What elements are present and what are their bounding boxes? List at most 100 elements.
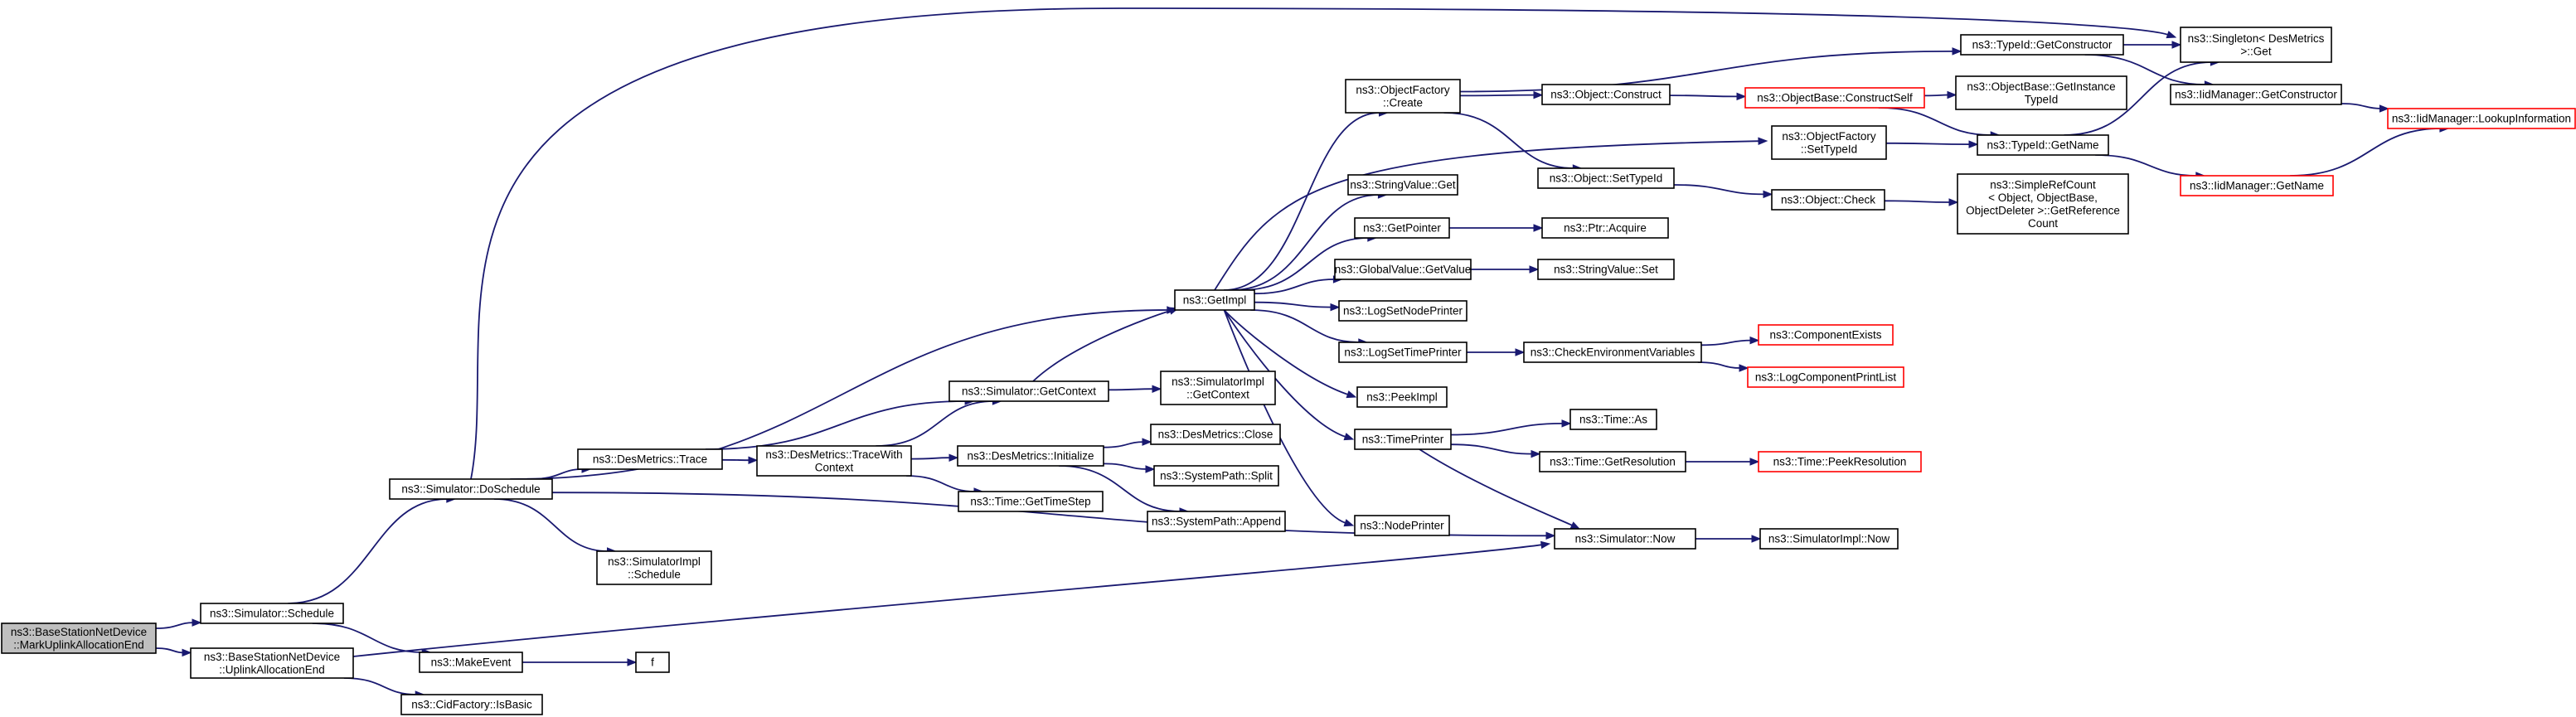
edge-tracectx-to-getctx (876, 397, 1002, 447)
node-label: ns3::Simulator::DoSchedule (401, 483, 540, 496)
node-objconstruct[interactable]: ns3::Object::Construct (1541, 84, 1671, 105)
node-box (1960, 34, 2124, 56)
node-iidgetname[interactable]: ns3::IidManager::GetName (2180, 175, 2334, 196)
node-iidgetctor[interactable]: ns3::IidManager::GetConstructor (2170, 84, 2342, 105)
node-label: ::GetContext (1186, 388, 1249, 400)
node-box (635, 652, 670, 673)
node-box (1758, 324, 1894, 346)
node-box (1356, 386, 1448, 408)
node-peekimpl[interactable]: ns3::PeekImpl (1356, 386, 1448, 408)
node-timeres[interactable]: ns3::Time::GetResolution (1539, 451, 1686, 472)
node-label: ns3::BaseStationNetDevice (204, 651, 340, 663)
node-ofsettid[interactable]: ns3::ObjectFactory::SetTypeId (1771, 125, 1887, 160)
node-box (2180, 27, 2332, 63)
arrowhead-icon (1343, 519, 1355, 527)
node-init[interactable]: ns3::DesMetrics::Initialize (957, 445, 1104, 467)
node-logcomp[interactable]: ns3::LogComponentPrintList (1747, 366, 1904, 388)
node-compexists[interactable]: ns3::ComponentExists (1758, 324, 1894, 346)
node-mark[interactable]: ns3::BaseStationNetDevice::MarkUplinkAll… (1, 623, 157, 654)
node-tidgetctor[interactable]: ns3::TypeId::GetConstructor (1960, 34, 2124, 56)
node-label: ns3::Simulator::Now (1575, 533, 1676, 545)
edge-makeevent-to-f (522, 658, 638, 666)
arrowhead-icon (1947, 90, 1957, 99)
node-obconstructself[interactable]: ns3::ObjectBase::ConstructSelf (1744, 87, 1925, 109)
arrowhead-icon (1749, 458, 1760, 466)
node-box (1955, 75, 2127, 110)
arrowhead-icon (1952, 47, 1962, 56)
node-f[interactable]: f (635, 652, 670, 673)
edge-line (155, 647, 184, 654)
node-strget[interactable]: ns3::StringValue::Get (1347, 174, 1458, 196)
node-label: ::UplinkAllocationEnd (219, 664, 325, 676)
node-sched[interactable]: ns3::Simulator::Schedule (200, 603, 344, 624)
node-box (1747, 366, 1904, 388)
edge-mark-to-upend (155, 647, 192, 657)
node-getptr[interactable]: ns3::GetPointer (1354, 217, 1450, 239)
node-dosched[interactable]: ns3::Simulator::DoSchedule (389, 478, 553, 500)
node-timeprinter[interactable]: ns3::TimePrinter (1354, 429, 1452, 450)
node-label: ns3::Time::GetResolution (1550, 456, 1676, 468)
node-getctx[interactable]: ns3::Simulator::GetContext (948, 380, 1109, 402)
node-tidgetname[interactable]: ns3::TypeId::GetName (1977, 134, 2109, 156)
node-box (1338, 300, 1467, 322)
node-implgetctx[interactable]: ns3::SimulatorImpl::GetContext (1160, 371, 1276, 405)
arrowhead-icon (627, 658, 638, 666)
node-trace[interactable]: ns3::DesMetrics::Trace (577, 448, 723, 470)
node-label: ns3::TypeId::GetConstructor (1972, 39, 2113, 51)
arrowhead-icon (1152, 385, 1162, 393)
node-label: ns3::CheckEnvironmentVariables (1531, 346, 1696, 359)
node-objsettid[interactable]: ns3::Object::SetTypeId (1537, 167, 1675, 189)
node-timestep[interactable]: ns3::Time::GetTimeStep (958, 491, 1104, 512)
node-getimpl[interactable]: ns3::GetImpl (1174, 289, 1255, 311)
arrowhead-icon (748, 456, 759, 464)
node-objcheck[interactable]: ns3::Object::Check (1771, 189, 1885, 211)
node-iidlookup[interactable]: ns3::IidManager::LookupInformation (2387, 108, 2576, 129)
node-append[interactable]: ns3::SystemPath::Append (1147, 511, 1286, 532)
node-lognode[interactable]: ns3::LogSetNodePrinter (1338, 300, 1467, 322)
node-makeevent[interactable]: ns3::MakeEvent (419, 652, 523, 673)
node-upend[interactable]: ns3::BaseStationNetDevice::UplinkAllocat… (190, 647, 354, 679)
node-isbasic[interactable]: ns3::CidFactory::IsBasic (400, 694, 543, 715)
node-singleton[interactable]: ns3::Singleton< DesMetrics >::Get (2180, 27, 2332, 63)
edge-line (288, 498, 448, 604)
node-nodeprinter[interactable]: ns3::NodePrinter (1354, 515, 1450, 536)
node-label: ns3::Object::Construct (1550, 89, 1662, 101)
edge-getimpl-to-gvget (1254, 275, 1343, 295)
node-strset[interactable]: ns3::StringValue::Set (1537, 259, 1675, 280)
node-label: ns3::SystemPath::Append (1152, 516, 1281, 528)
node-box (1345, 79, 1461, 114)
node-simnow[interactable]: ns3::Simulator::Now (1554, 528, 1696, 550)
edge-line (1450, 443, 1533, 455)
node-implnow[interactable]: ns3::SimulatorImpl::Now (1759, 528, 1899, 550)
node-label: ns3::CidFactory::IsBasic (411, 699, 532, 711)
node-box (400, 694, 543, 715)
arrowhead-icon (1346, 390, 1357, 399)
node-close[interactable]: ns3::DesMetrics::Close (1150, 424, 1281, 445)
node-ptracq[interactable]: ns3::Ptr::Acquire (1541, 217, 1669, 239)
node-label: ns3::Object::SetTypeId (1550, 172, 1663, 185)
edge-iidgetctor-to-iidlookup (2341, 103, 2389, 113)
node-label: ns3::GetPointer (1363, 222, 1441, 235)
node-simimplsched[interactable]: ns3::SimulatorImpl::Schedule (596, 550, 712, 585)
node-label: ns3::PeekImpl (1366, 391, 1438, 404)
node-box (1160, 371, 1276, 405)
node-gvget[interactable]: ns3::GlobalValue::GetValue (1334, 259, 1472, 280)
node-logtime[interactable]: ns3::LogSetTimePrinter (1338, 342, 1467, 363)
node-ofcreate[interactable]: ns3::ObjectFactory::Create (1345, 79, 1461, 114)
edge-timeprinter-to-timeres (1450, 443, 1541, 458)
node-checkenv[interactable]: ns3::CheckEnvironmentVariables (1523, 342, 1702, 363)
node-split[interactable]: ns3::SystemPath::Split (1153, 465, 1279, 487)
node-label: ns3::Time::GetTimeStep (970, 496, 1090, 508)
node-label: ns3::ObjectFactory (1782, 130, 1876, 143)
node-layer: ns3::BaseStationNetDevice::MarkUplinkAll… (1, 27, 2576, 715)
node-box (1759, 528, 1899, 550)
node-peekres[interactable]: ns3::Time::PeekResolution (1758, 451, 1922, 472)
node-simpleref[interactable]: ns3::SimpleRefCount< Object, ObjectBase,… (1957, 173, 2129, 235)
node-label: ns3::Ptr::Acquire (1564, 222, 1647, 235)
edge-ofcreate-to-objsettid (1443, 112, 1583, 172)
edge-line (1419, 448, 1574, 526)
node-timeas[interactable]: ns3::Time::As (1569, 409, 1657, 430)
node-box (1147, 511, 1286, 532)
